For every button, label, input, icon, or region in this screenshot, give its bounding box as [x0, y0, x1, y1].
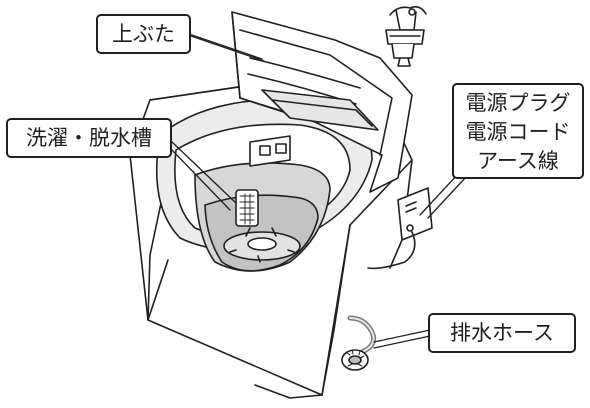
power-outlet: [367, 187, 433, 270]
label-wash-spin-tub-text: 洗濯・脱水槽: [26, 126, 152, 150]
label-lid-text: 上ぶた: [112, 22, 175, 46]
lid: [231, 11, 413, 193]
wash-drum: [194, 162, 331, 272]
label-power-cord-text: 電源コード: [465, 120, 571, 144]
leader-lines: [169, 33, 467, 349]
label-ground-wire-text: アース線: [477, 149, 559, 173]
label-drain-hose: 排水ホース: [428, 313, 576, 353]
label-power-plug-cord-ground: 電源プラグ 電源コード アース線: [452, 83, 584, 179]
label-wash-spin-tub: 洗濯・脱水槽: [6, 118, 172, 158]
detergent-area: [249, 135, 291, 167]
label-lid: 上ぶた: [96, 14, 191, 54]
water-tap: [385, 6, 427, 67]
label-drain-hose-text: 排水ホース: [450, 321, 554, 345]
label-power-plug-text: 電源プラグ: [465, 91, 571, 115]
drain-hose: [341, 315, 377, 371]
